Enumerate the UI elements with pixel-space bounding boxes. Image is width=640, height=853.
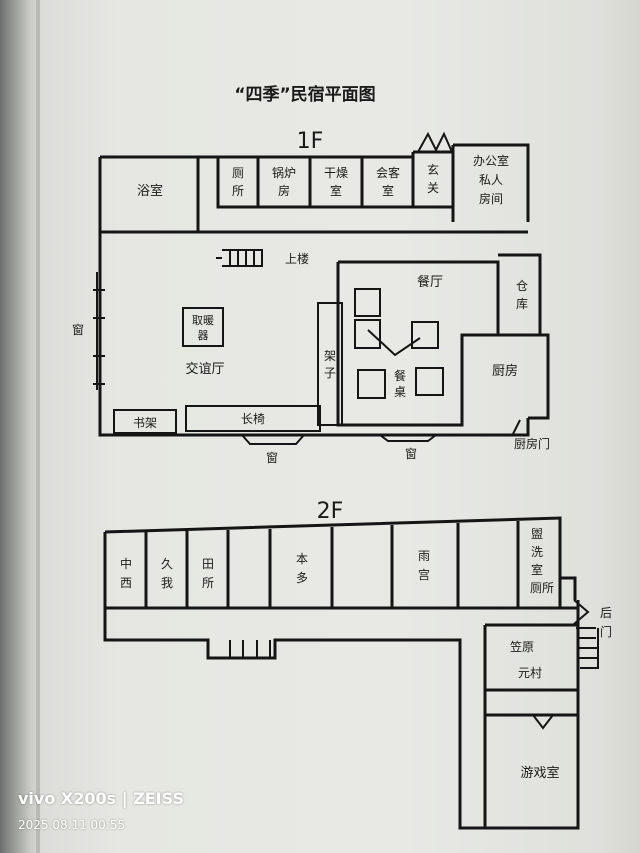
room-tadokoro-l2: 所 (202, 576, 214, 590)
table-label-l2: 桌 (394, 385, 406, 399)
room-kitchen: 厨房 (492, 363, 518, 379)
room-office-l2: 私人 (479, 173, 503, 187)
page-binding-edge (36, 0, 40, 853)
room-toilet-l2: 所 (232, 184, 244, 198)
shelf-label-l2: 子 (324, 366, 336, 380)
entry-door-icon (417, 131, 453, 153)
room-nakanishi: 中 (120, 556, 132, 571)
room-storage: 仓 (516, 279, 528, 293)
door-2f-icon (532, 714, 554, 730)
dining-table (354, 288, 381, 317)
dining-table (354, 319, 381, 349)
room-game: 游戏室 (520, 765, 559, 781)
window-bottom-1: 窗 (266, 451, 278, 465)
room-honda-l2: 多 (296, 571, 308, 585)
room-drying: 干燥 (324, 166, 348, 180)
window-bottom-icons (241, 419, 521, 445)
room-dining: 餐厅 (417, 274, 443, 290)
room-entry: 玄 (427, 162, 439, 177)
dining-table (411, 321, 439, 349)
table-label: 餐 (394, 368, 406, 383)
room-boiler-l2: 房 (278, 183, 290, 198)
upstairs-label: 上楼 (285, 251, 309, 266)
room-amamiya: 雨 (418, 549, 430, 563)
plan-title: “四季”民宿平面图 (234, 84, 375, 105)
room-honda: 本 (296, 552, 308, 566)
floor-2-label: 2F (317, 499, 344, 524)
shelf (317, 302, 343, 426)
camera-watermark-timestamp: 2025.08.11 00:55 (18, 818, 126, 832)
floor-1-label: 1F (297, 129, 324, 154)
window-bottom-2: 窗 (405, 447, 417, 461)
room-guest: 会客 (376, 165, 400, 180)
dining-table (415, 367, 444, 396)
room-entry-l2: 关 (427, 181, 439, 195)
bench-label: 长椅 (241, 412, 265, 426)
bookshelf (113, 409, 177, 434)
room-bath: 浴室 (137, 183, 163, 199)
room-tadokoro: 田 (202, 557, 214, 571)
kitchen-door-label: 厨房门 (514, 436, 550, 451)
room-office-l3: 房间 (479, 191, 503, 206)
room-kuga-l2: 我 (161, 576, 173, 590)
heater-label: 取暖 (192, 314, 214, 327)
room-washroom: 盥 (531, 527, 543, 541)
room-kuga: 久 (161, 557, 173, 571)
floor-1: 1F 浴室 厕 所 锅炉 房 干燥 室 会客 室 玄 关 办公室 私人 房间 上… (72, 129, 550, 465)
shelf-label: 架 (324, 349, 336, 363)
bookshelf-label: 书架 (133, 416, 157, 430)
room-nakanishi-l2: 西 (120, 576, 132, 590)
floor-2: 2F 中 西 久 我 田 所 本 多 雨 宫 盥 洗 室 厕所 后 门 笠原 元… (103, 499, 612, 830)
room-washroom-l2: 洗 (531, 545, 543, 559)
dining-table (357, 369, 386, 399)
heater-label-l2: 器 (198, 329, 209, 342)
room-kasahara-l2: 元村 (518, 666, 542, 680)
bench (185, 405, 321, 432)
room-washroom-l3: 室 (531, 562, 543, 577)
room-lounge: 交谊厅 (185, 361, 224, 377)
window-left-label: 窗 (72, 323, 84, 337)
window-left-icon (93, 272, 105, 390)
room-storage-l2: 库 (516, 296, 528, 311)
back-stairs (573, 599, 599, 669)
heater-box (182, 307, 224, 347)
door-swing-icon (367, 329, 421, 357)
camera-watermark-brand: vivo X200s | ZEISS (18, 789, 184, 808)
back-door-label: 后 (600, 606, 612, 620)
room-office: 办公室 (473, 153, 509, 168)
stairs-icon (216, 249, 263, 267)
room-wc: 厕所 (530, 581, 554, 595)
room-guest-l2: 室 (382, 183, 394, 198)
back-door-label-l2: 门 (600, 624, 612, 639)
stairs-2f-left (229, 640, 271, 658)
room-kasahara: 笠原 (510, 639, 534, 654)
room-amamiya-l2: 宫 (418, 567, 430, 582)
room-drying-l2: 室 (330, 183, 342, 198)
room-toilet: 厕 (232, 166, 244, 180)
room-boiler: 锅炉 (272, 165, 296, 180)
